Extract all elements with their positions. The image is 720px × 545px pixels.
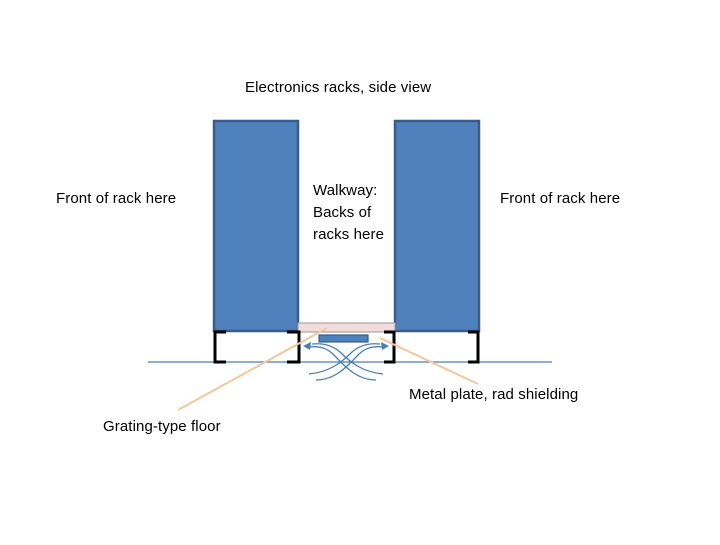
shield-block bbox=[318, 334, 369, 343]
metal-plate bbox=[297, 322, 396, 333]
airflow-arrow-left-2 bbox=[311, 343, 384, 375]
support-left-inner bbox=[287, 330, 301, 364]
leader-grating bbox=[177, 327, 328, 411]
airflow-arrow-left bbox=[308, 346, 377, 381]
walkway-label-line: Backs of bbox=[313, 203, 372, 221]
arrowhead-left bbox=[303, 342, 311, 350]
support-left-outer bbox=[213, 330, 226, 364]
grating-floor-label: Grating-type floor bbox=[103, 418, 221, 435]
metal-plate-label: Metal plate, rad shielding bbox=[409, 386, 579, 403]
airflow-arrow-right bbox=[315, 346, 384, 381]
front-of-rack-left-label: Front of rack here bbox=[56, 190, 177, 207]
airflow-arrow-right-2 bbox=[308, 343, 381, 375]
front-of-rack-right-label: Front of rack here bbox=[500, 190, 621, 207]
walkway-label-line: Walkway: bbox=[313, 182, 378, 199]
support-right-outer bbox=[468, 330, 480, 364]
right-rack bbox=[393, 119, 481, 333]
walkway-label: Walkway: Backs of racks here bbox=[313, 180, 403, 245]
airflow-arrows bbox=[303, 342, 389, 381]
left-rack bbox=[212, 119, 300, 333]
leader-plate bbox=[379, 337, 479, 385]
rack-supports bbox=[213, 330, 480, 364]
arrowhead-right bbox=[381, 342, 389, 350]
walkway-label-line: racks here bbox=[313, 225, 385, 243]
diagram-title: Electronics racks, side view bbox=[245, 79, 432, 96]
support-right-inner bbox=[384, 330, 396, 364]
